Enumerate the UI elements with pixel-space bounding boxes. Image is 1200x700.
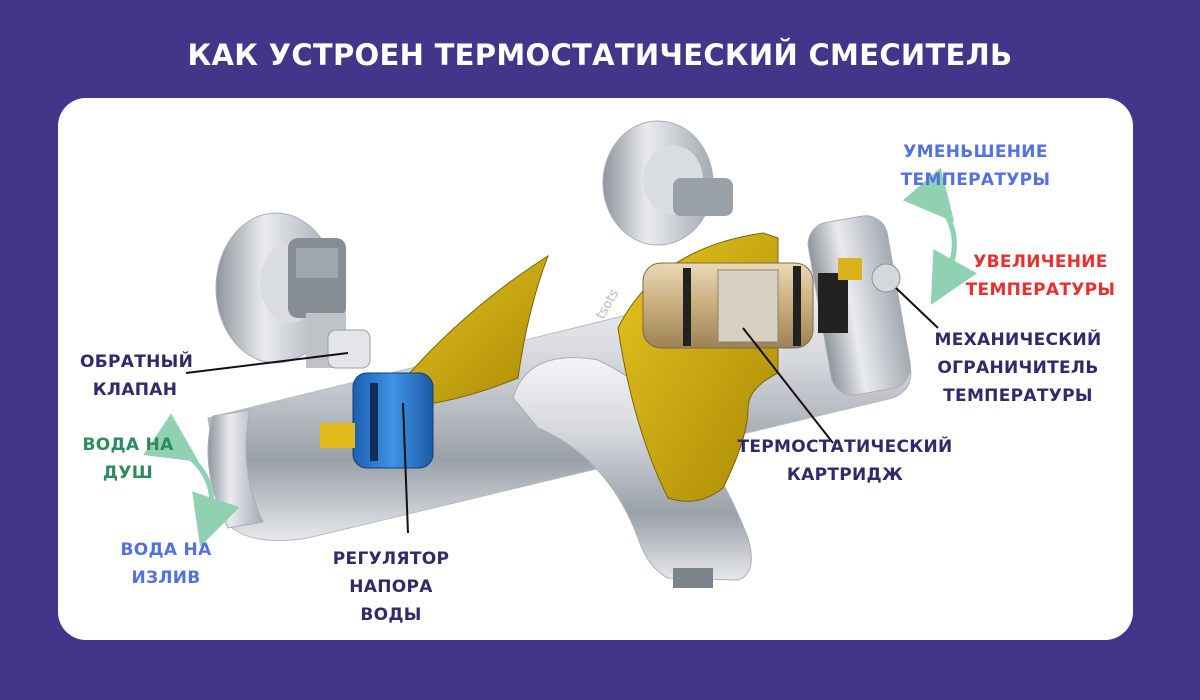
temperature-arrow [902,167,977,305]
flow-switch-arrow [143,413,240,547]
label-temp-decrease: УМЕНЬШЕНИЕ ТЕМПЕРАТУРЫ [900,142,1051,190]
pressure-regulator [320,372,434,469]
right-inlet [602,120,733,246]
left-inlet [215,212,346,368]
label-thermostatic-cartridge: ТЕРМОСТАТИЧЕСКИЙ КАРТРИДЖ [737,437,953,485]
label-water-shower: ВОДА НА ДУШ [82,435,174,483]
diagram-card: tsots [58,98,1133,640]
label-pressure-regulator: РЕГУЛЯТОР НАПОРА ВОДЫ [332,549,450,625]
thermostatic-cartridge [642,258,862,349]
label-temp-increase: УВЕЛИЧЕНИЕ ТЕМПЕРАТУРЫ [965,252,1116,300]
mixer-illustration: tsots [143,120,977,588]
label-check-valve: ОБРАТНЫЙ КЛАПАН [80,352,194,400]
label-temperature-limiter: МЕХАНИЧЕСКИЙ ОГРАНИЧИТЕЛЬ ТЕМПЕРАТУРЫ [934,330,1102,406]
check-valve [327,329,371,369]
page-title: КАК УСТРОЕН ТЕРМОСТАТИЧЕСКИЙ СМЕСИТЕЛЬ [187,38,1013,72]
label-water-spout: ВОДА НА ИЗЛИВ [120,540,212,588]
temperature-limiter [871,263,901,293]
brass-cutaway-left [387,254,550,409]
leader-lines [185,287,939,534]
